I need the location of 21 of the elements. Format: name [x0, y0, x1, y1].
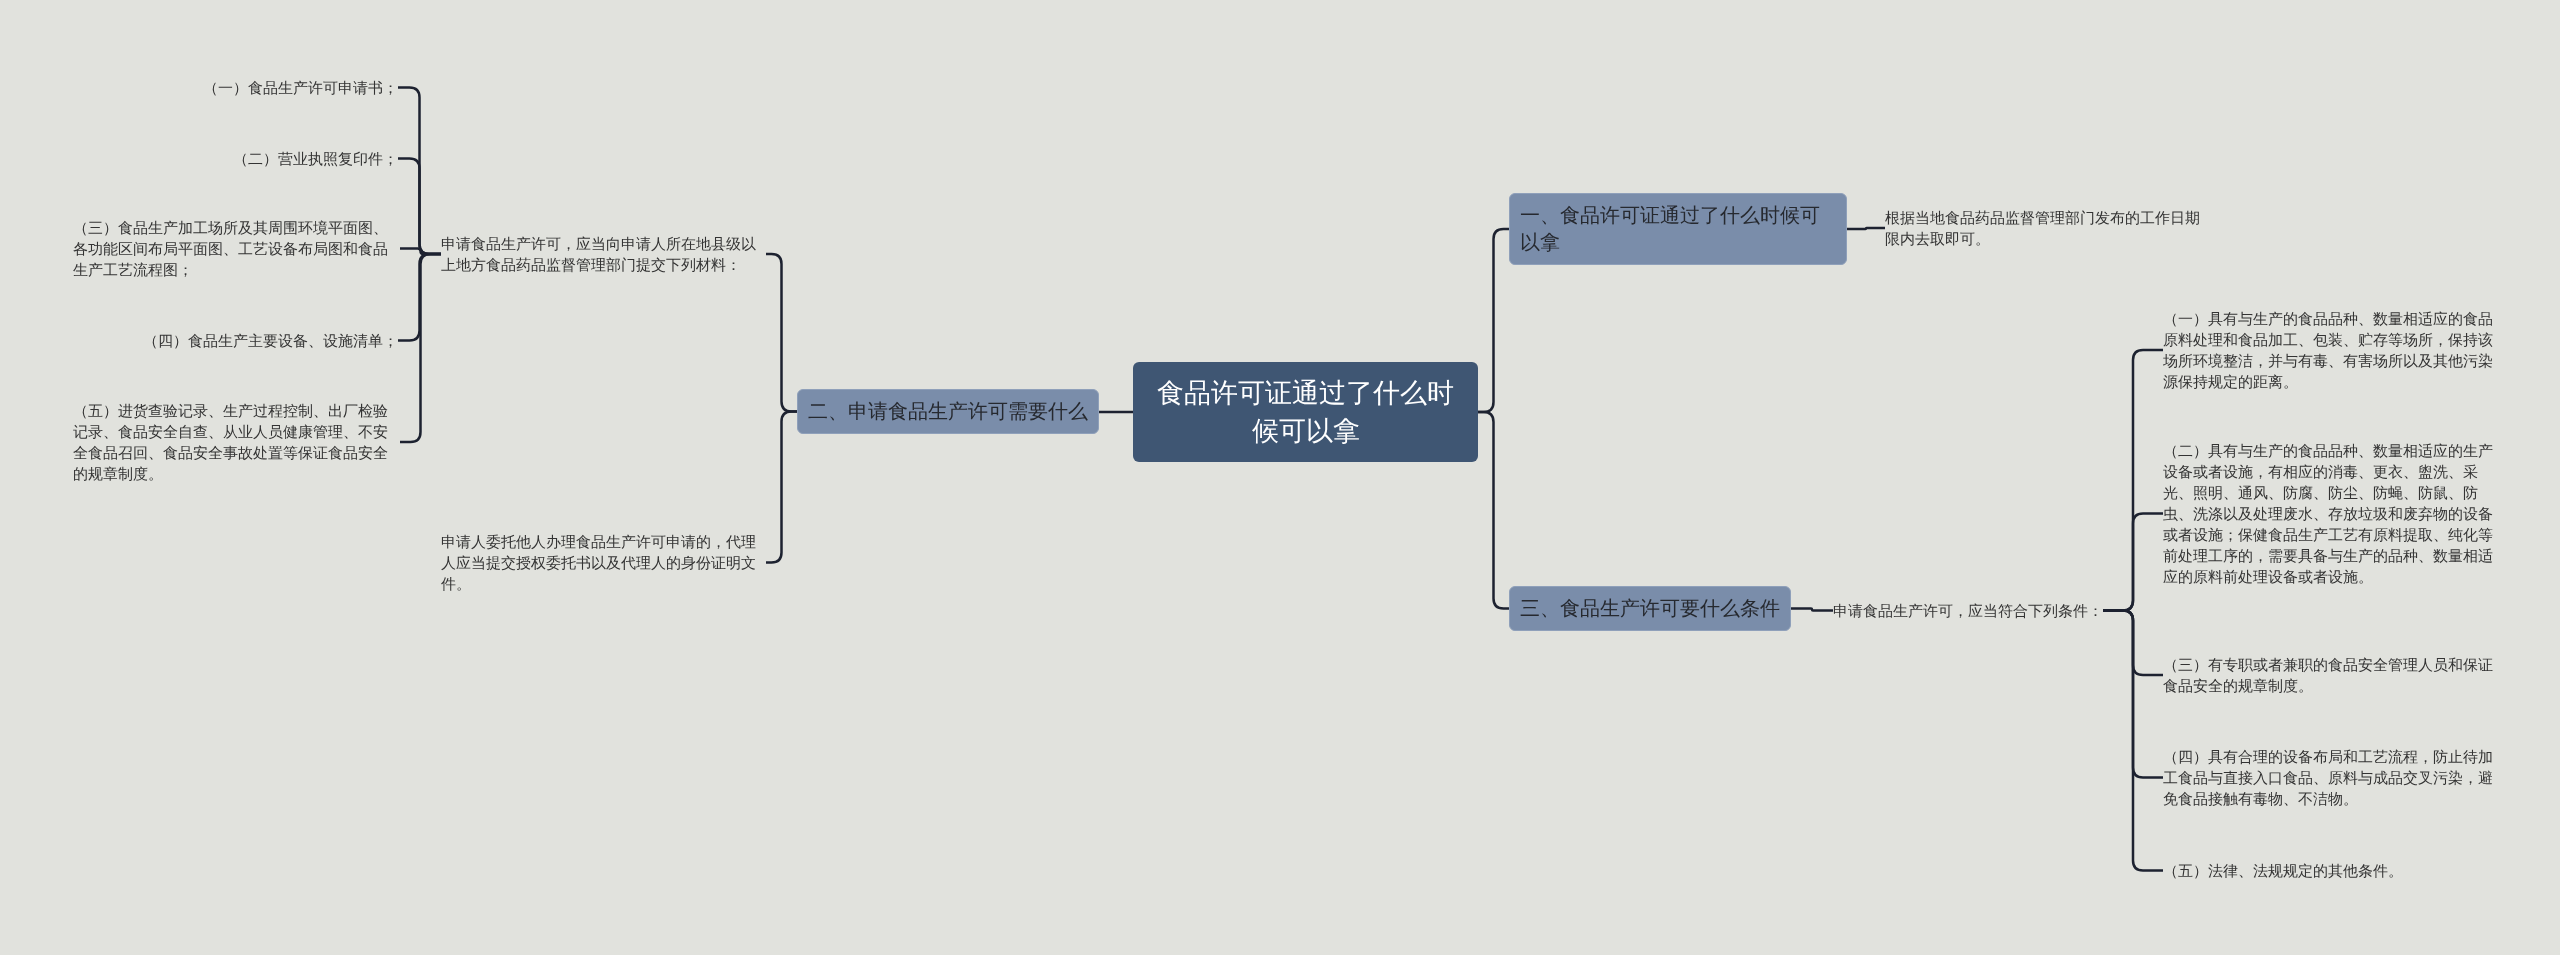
connector-line [1791, 607, 1833, 612]
topic-text: （一）食品生产许可申请书； [203, 77, 398, 98]
topic-box: 二、申请食品生产许可需要什么 [797, 389, 1099, 434]
topic-text: （二）营业执照复印件； [233, 148, 398, 169]
connector-line [1847, 226, 1885, 231]
topic-text: 申请人委托他人办理食品生产许可申请的，代理人应当提交授权委托书以及代理人的身份证明文件。 [441, 531, 766, 594]
topic-text: （五）进货查验记录、生产过程控制、出厂检验记录、食品安全自查、从业人员健康管理、不安全食品召回、食品安全事故处置等保证食品安全的规章制度。 [73, 400, 400, 484]
topic-text: （三）有专职或者兼职的食品安全管理人员和保证食品安全的规章制度。 [2163, 654, 2493, 696]
topic-text: 根据当地食品药品监督管理部门发布的工作日期限内去取即可。 [1885, 207, 2210, 249]
topic-text: 申请食品生产许可，应当向申请人所在地县级以上地方食品药品监督管理部门提交下列材料： [441, 233, 766, 275]
central-topic: 食品许可证通过了什么时候可以拿 [1133, 362, 1478, 462]
topic-box: 三、食品生产许可要什么条件 [1509, 586, 1791, 631]
topic-text: （二）具有与生产的食品品种、数量相适应的生产设备或者设施，有相应的消毒、更衣、盥洗、采光、照明、通风、防腐、防尘、防蝇、防鼠、防虫、洗涤以及处理废水、存放垃圾和废弃物的设备或者设施；保健食品生产工艺有原料提取、纯化等前处理工序的，需要具备与生产的品种、数量相适应的原料前处理设备或者设施。 [2163, 440, 2493, 587]
topic-text: （四）具有合理的设备布局和工艺流程，防止待加工食品与直接入口食品、原料与成品交叉污染，避免食品接触有毒物、不洁物。 [2163, 746, 2493, 809]
topic-text: （三）食品生产加工场所及其周围环境平面图、各功能区间布局平面图、工艺设备布局图和食品生产工艺流程图； [73, 217, 400, 280]
topic-box: 一、食品许可证通过了什么时候可以拿 [1509, 193, 1847, 265]
connector-line [1099, 410, 1133, 414]
topic-text: （四）食品生产主要设备、设施清单； [143, 330, 398, 351]
topic-text: （五）法律、法规规定的其他条件。 [2163, 860, 2403, 881]
topic-text: 申请食品生产许可，应当符合下列条件： [1833, 600, 2103, 621]
topic-text: （一）具有与生产的食品品种、数量相适应的食品原料处理和食品加工、包装、贮存等场所，保持该场所环境整洁，并与有毒、有害场所以及其他污染源保持规定的距离。 [2163, 308, 2493, 392]
